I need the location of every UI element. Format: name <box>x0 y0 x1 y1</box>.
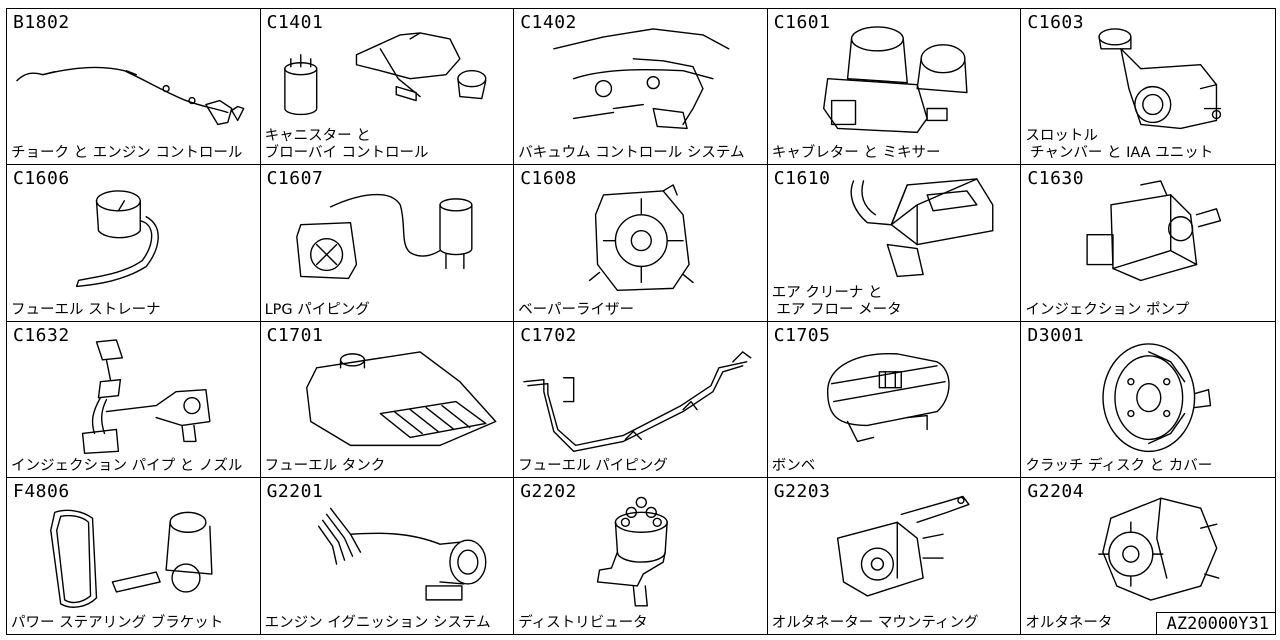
part-caption: チョーク と エンジン コントロール <box>11 145 243 162</box>
part-caption: オルタネーター マウンティング <box>771 615 979 631</box>
part-code: C1606 <box>13 168 70 190</box>
catalog-cell-b1802[interactable]: B1802 チョーク と エンジン コントロール <box>7 9 261 166</box>
part-code: C1701 <box>266 324 324 346</box>
part-caption: ボンベ <box>771 457 816 474</box>
catalog-cell-g2203[interactable]: G2203 オルタネーター マウンティング <box>768 477 1022 634</box>
catalog-cell-c1601[interactable]: C1601 キャブレター と ミキサー <box>767 9 1022 166</box>
part-caption: フューエル ストレーナ <box>11 301 161 318</box>
part-code: C1702 <box>520 324 577 346</box>
catalog-cell-c1632[interactable]: C1632 インジェクション パイプ と ノズル <box>7 321 261 478</box>
fuel-strainer-icon <box>75 190 159 288</box>
catalog-cell-c1705[interactable]: C1705 ボンベ <box>767 321 1022 478</box>
part-caption: バキュウム コントロール システム <box>518 145 745 162</box>
part-caption: フューエル パイピング <box>518 457 668 474</box>
distributor-icon <box>597 496 669 607</box>
part-code: F4806 <box>13 480 70 502</box>
part-caption: エンジン イグニッション システム <box>264 615 491 631</box>
parts-catalog-grid: B1802 チョーク と エンジン コントロール C1401 キャニスター と … <box>6 8 1276 635</box>
throttle-chamber-icon <box>1098 28 1222 130</box>
part-caption: キャブレター と ミキサー <box>771 145 941 162</box>
part-caption: パワー ステアリング ブラケット <box>11 615 224 631</box>
catalog-cell-c1401[interactable]: C1401 キャニスター と ブローバイ コントロール <box>260 9 515 166</box>
part-caption: フューエル タンク <box>264 457 386 474</box>
ignition-coil-icon <box>317 507 487 601</box>
catalog-cell-c1607[interactable]: C1607 LPG パイピング <box>260 165 515 322</box>
part-code: C1632 <box>13 324 70 346</box>
part-caption: クラッチ ディスク と カバー <box>1025 457 1213 474</box>
part-caption: ディストリビュータ <box>518 615 648 631</box>
part-code: B1802 <box>13 12 70 33</box>
catalog-cell-c1608[interactable]: C1608 ベーパーライザー <box>514 165 768 322</box>
fuel-tank-icon <box>305 350 496 446</box>
reference-code: AZ20000Y31 <box>1155 612 1275 634</box>
catalog-cell-g2204[interactable]: G2204 オルタネータ AZ20000Y31 <box>1021 478 1275 634</box>
injection-pump-icon <box>1086 180 1222 282</box>
power-steering-icon <box>50 509 213 608</box>
part-caption: エア クリーナ と エア フロー メータ <box>771 284 902 318</box>
air-cleaner-icon <box>850 178 994 278</box>
part-code: G2203 <box>773 480 831 502</box>
catalog-cell-c1606[interactable]: C1606 フューエル ストレーナ <box>7 165 261 322</box>
clutch-disc-icon <box>1102 342 1212 452</box>
vaporizer-icon <box>589 184 694 292</box>
part-code: C1607 <box>266 168 324 190</box>
alternator-mount-icon <box>836 495 970 597</box>
part-code: D3001 <box>1027 324 1085 346</box>
canister-icon <box>283 32 487 116</box>
cable-icon <box>16 66 245 126</box>
catalog-cell-c1603[interactable]: C1603 スロットル チャンバー と IAA ユニット <box>1021 9 1275 166</box>
part-caption: オルタネータ <box>1025 615 1113 631</box>
part-code: C1402 <box>520 12 577 33</box>
part-code: G2202 <box>520 480 577 502</box>
catalog-cell-c1630[interactable]: C1630 インジェクション ポンプ <box>1021 165 1275 322</box>
carburetor-icon <box>822 26 968 134</box>
part-caption: ベーパーライザー <box>518 301 635 318</box>
part-caption: スロットル チャンバー と IAA ユニット <box>1025 128 1214 162</box>
alternator-icon <box>1098 497 1220 601</box>
catalog-cell-d3001[interactable]: D3001 クラッチ ディスク と カバー <box>1021 322 1275 478</box>
catalog-cell-c1702[interactable]: C1702 フューエル パイピング <box>514 321 768 478</box>
part-caption: LPG パイピング <box>264 301 370 318</box>
part-caption: キャニスター と ブローバイ コントロール <box>264 128 429 162</box>
catalog-cell-g2201[interactable]: G2201 エンジン イグニッション システム <box>261 477 515 634</box>
catalog-cell-g2202[interactable]: G2202 ディストリビュータ <box>514 477 768 634</box>
part-code: G2204 <box>1027 480 1085 502</box>
part-code: C1630 <box>1027 168 1085 190</box>
injection-pipe-icon <box>81 338 211 454</box>
catalog-cell-c1402[interactable]: C1402 バキュウム コントロール システム <box>514 9 768 166</box>
part-code: C1608 <box>520 168 577 190</box>
catalog-cell-c1610[interactable]: C1610 エア クリーナ と エア フロー メータ <box>767 165 1022 322</box>
part-code: C1401 <box>266 12 324 33</box>
catalog-cell-f4806[interactable]: F4806 パワー ステアリング ブラケット <box>7 477 261 634</box>
part-code: C1603 <box>1027 12 1085 33</box>
fuel-piping-icon <box>523 350 752 452</box>
part-caption: インジェクション ポンプ <box>1025 301 1190 318</box>
vacuum-hose-icon <box>553 28 730 130</box>
part-code: C1610 <box>773 168 831 190</box>
part-caption: インジェクション パイプ と ノズル <box>11 457 243 474</box>
part-code: C1601 <box>773 12 831 33</box>
part-code: G2201 <box>266 480 324 502</box>
lpg-piping-icon <box>295 194 473 280</box>
part-code: C1705 <box>773 324 831 346</box>
gas-cylinder-icon <box>826 352 950 442</box>
catalog-cell-c1701[interactable]: C1701 フューエル タンク <box>260 321 515 478</box>
